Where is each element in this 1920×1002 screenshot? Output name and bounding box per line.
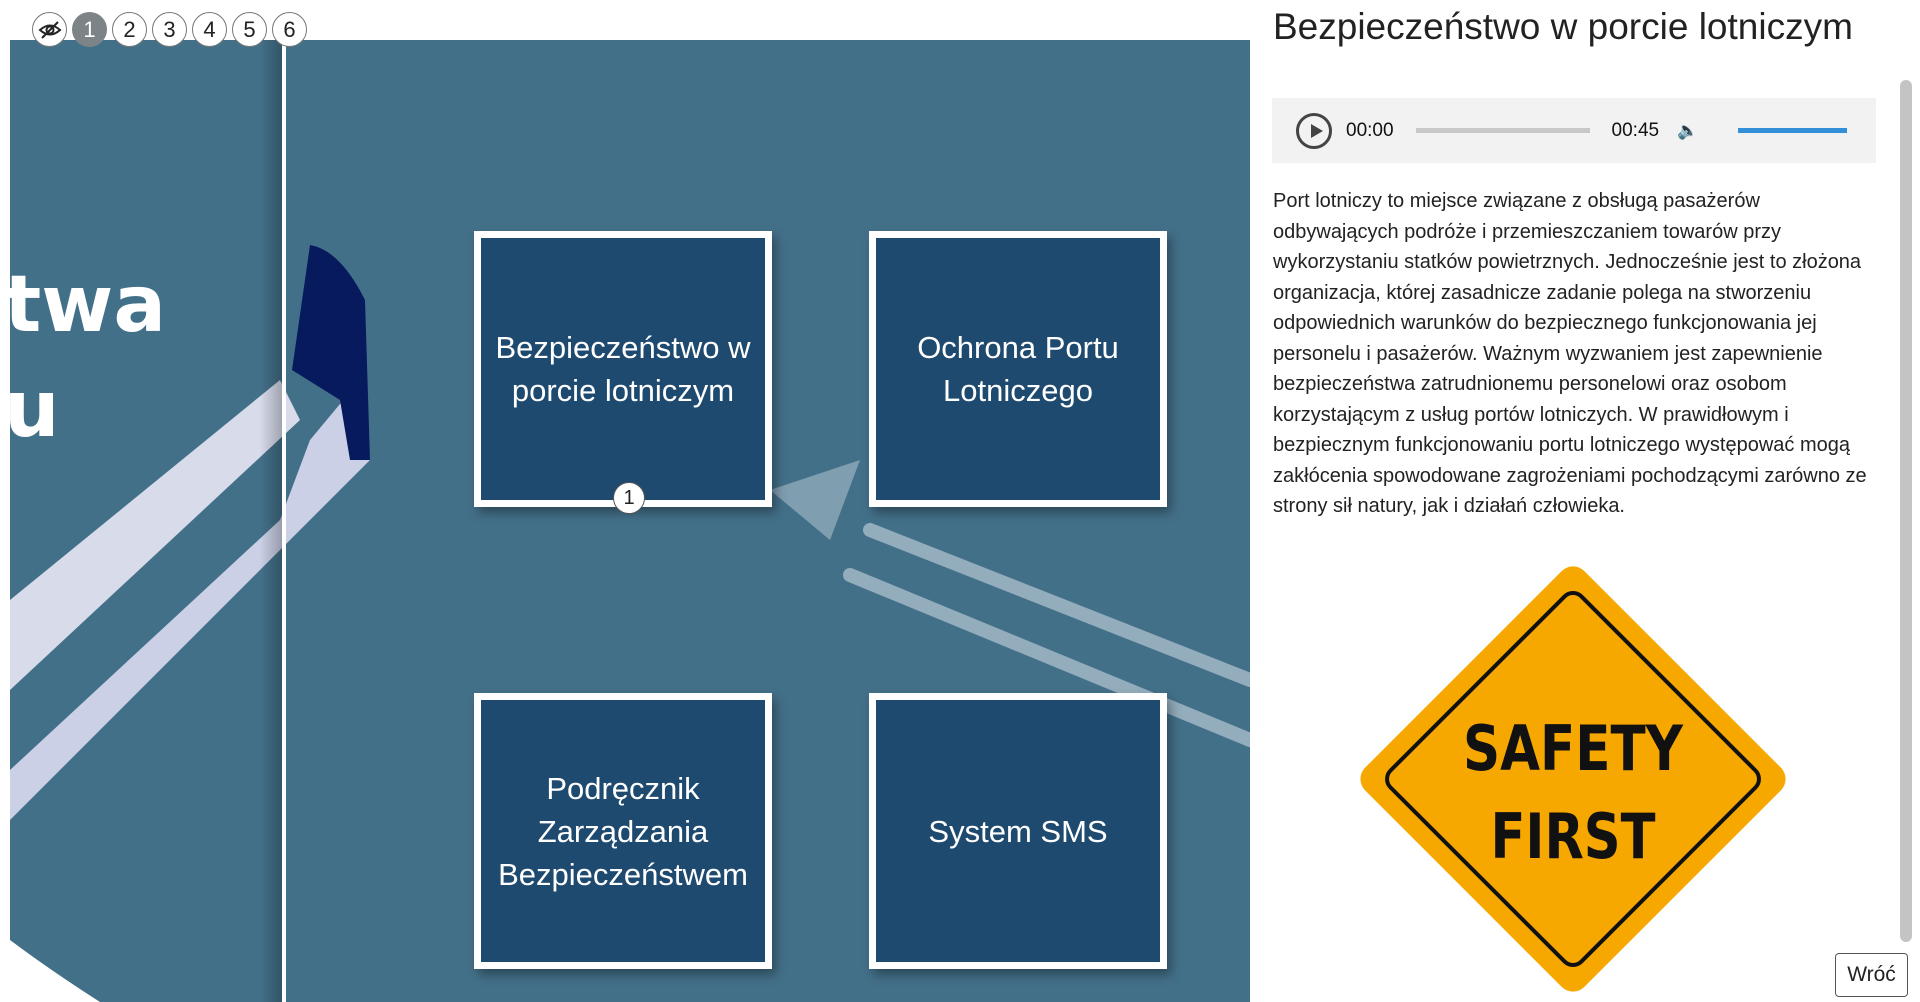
step-4-button[interactable]: 4 [192,12,227,47]
hotspot-marker[interactable]: 1 [613,482,645,514]
divider-shadow [260,40,282,1002]
scrollbar[interactable] [1900,80,1912,942]
airplane-illustration [10,245,1250,1002]
eye-slash-icon [38,20,61,39]
description-text: Port lotniczy to miejsce związane z obsł… [1273,190,1867,517]
heading-fragment-2: u [10,365,60,455]
hide-markers-button[interactable] [32,12,67,47]
sign-text-safety: SAFETY [1463,712,1684,785]
tile-sms-system[interactable]: System SMS [869,693,1167,969]
play-icon[interactable] [1296,112,1332,149]
step-1-button[interactable]: 1 [72,12,107,47]
step-navigation: 1 2 3 4 5 6 [32,12,307,47]
heading-fragment-1: twa [10,260,166,350]
slide-area: 1 2 3 4 5 6 twa u Bezpieczeństwo w porci… [10,12,1250,1002]
volume-icon[interactable]: 🔈 [1677,120,1699,140]
step-6-button[interactable]: 6 [272,12,307,47]
tile-airport-protection[interactable]: Ochrona Portu Lotniczego [869,231,1167,507]
step-3-button[interactable]: 3 [152,12,187,47]
sign-text-first: FIRST [1491,800,1656,873]
slide-canvas: twa u Bezpieczeństwo w porcie lotniczym … [10,40,1250,1002]
audio-player: 00:00 00:45 🔈 [1272,98,1876,163]
volume-slider[interactable] [1738,128,1848,133]
divider-line [282,40,286,1002]
step-5-button[interactable]: 5 [232,12,267,47]
audio-duration: 00:45 [1611,119,1660,141]
audio-progress-slider[interactable] [1415,128,1590,133]
tile-safety-manual[interactable]: Podręcznik Zarządzania Bezpieczeństwem [474,693,772,969]
step-2-button[interactable]: 2 [112,12,147,47]
audio-current-time: 00:00 [1346,119,1394,141]
panel-title: Bezpieczeństwo w porcie lotniczym [1273,6,1853,47]
tile-airport-safety[interactable]: Bezpieczeństwo w porcie lotniczym [474,231,772,507]
back-button[interactable]: Wróć [1835,953,1908,997]
safety-first-sign: SAFETY FIRST [1360,566,1786,992]
